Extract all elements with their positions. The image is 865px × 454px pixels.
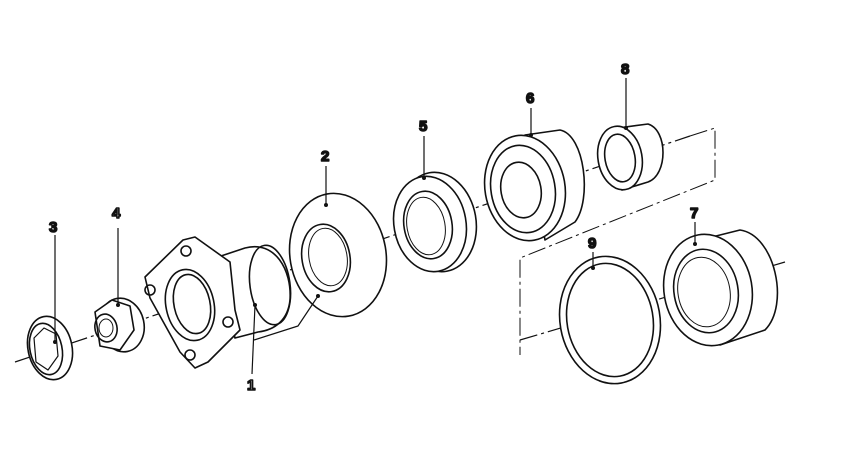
callout-1: 1	[247, 377, 255, 394]
bracket-line	[519, 127, 716, 355]
callout-3: 3	[49, 219, 57, 236]
part-7-outer-race	[662, 229, 779, 347]
leader-lines	[54, 78, 696, 375]
part-3-lock-washer	[26, 315, 74, 381]
part-4-nut	[94, 297, 146, 353]
callout-6: 6	[526, 90, 534, 107]
part-1-flange	[144, 236, 292, 369]
callout-4: 4	[112, 205, 121, 222]
part-8-inner-ring	[596, 123, 664, 191]
part-2-cover-plate	[288, 192, 388, 318]
callout-5: 5	[419, 118, 427, 135]
callout-8: 8	[621, 61, 629, 78]
callout-2: 2	[321, 148, 329, 165]
part-9-ring	[558, 255, 662, 385]
part-5-seal	[392, 171, 478, 273]
callout-7: 7	[690, 205, 698, 222]
part-6-bearing	[483, 129, 586, 242]
callout-9: 9	[588, 235, 596, 252]
